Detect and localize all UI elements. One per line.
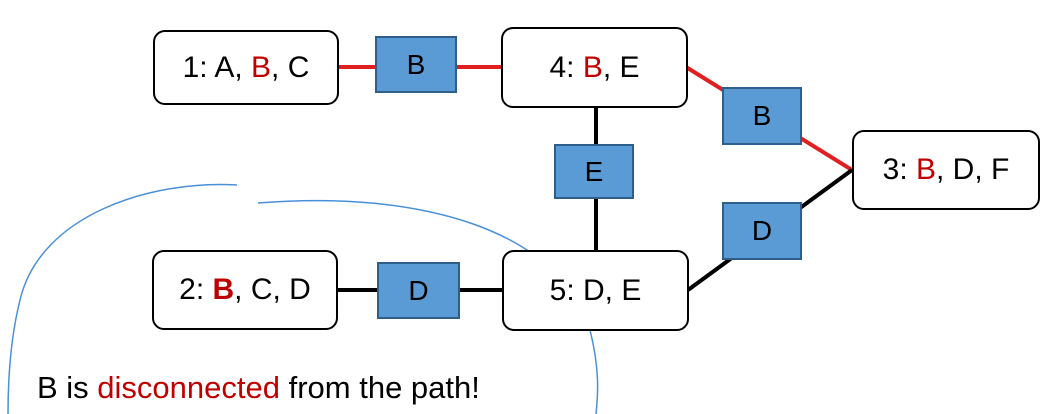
clique-2-suffix: , C, D	[234, 273, 311, 306]
clique-1-suffix: , C	[271, 50, 310, 84]
clique-1-prefix: 1: A,	[182, 50, 252, 84]
clique-node-4: 4: B, E	[501, 27, 688, 108]
clique-2-prefix: 2:	[179, 273, 213, 306]
clique-3-prefix: 3:	[882, 153, 916, 186]
caption-highlight: disconnected	[97, 370, 280, 405]
separator-1-4: B	[375, 36, 457, 93]
clique-4-var: B	[582, 50, 603, 84]
separator-5-3: D	[722, 202, 802, 260]
clique-node-2: 2: B, C, D	[152, 250, 338, 330]
separator-2-5: D	[377, 262, 460, 319]
clique-5-label: 5: D, E	[549, 273, 642, 307]
clique-2-var: B	[212, 273, 235, 306]
caption-after: from the path!	[279, 370, 480, 405]
clique-node-1: 1: A, B, C	[153, 30, 339, 105]
clique-1-var: B	[251, 50, 272, 84]
clique-node-5: 5: D, E	[502, 250, 689, 331]
clique-3-var: B	[916, 153, 937, 186]
clique-3-suffix: , D, F	[936, 153, 1010, 186]
separator-4-5: E	[554, 144, 634, 199]
clique-node-3: 3: B, D, F	[852, 130, 1040, 210]
annotation-circle	[7, 183, 238, 414]
clique-4-suffix: , E	[602, 50, 640, 84]
separator-4-3: B	[722, 87, 802, 145]
caption-before: B is	[37, 370, 98, 405]
caption-text: B is disconnected from the path!	[37, 370, 480, 406]
clique-4-prefix: 4:	[549, 50, 583, 84]
